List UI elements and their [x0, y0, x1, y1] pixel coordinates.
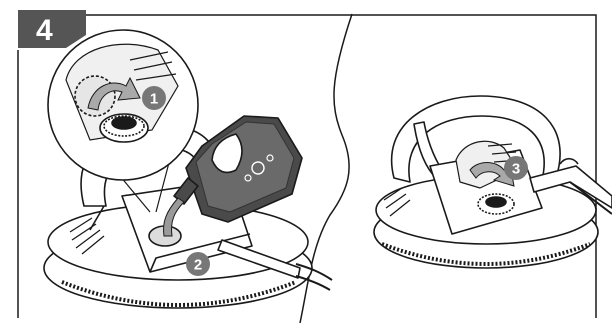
step-number: 4: [36, 14, 53, 47]
callout-2-label: 2: [194, 257, 202, 274]
callout-3-label: 3: [512, 161, 520, 178]
magnifier-inset: [48, 30, 198, 212]
right-device: [374, 96, 612, 268]
callout-3: 3: [504, 156, 528, 180]
step-number-badge: 4: [18, 10, 86, 48]
callout-1: 1: [142, 86, 166, 110]
callout-1-label: 1: [150, 91, 158, 108]
callout-2: 2: [186, 252, 210, 276]
